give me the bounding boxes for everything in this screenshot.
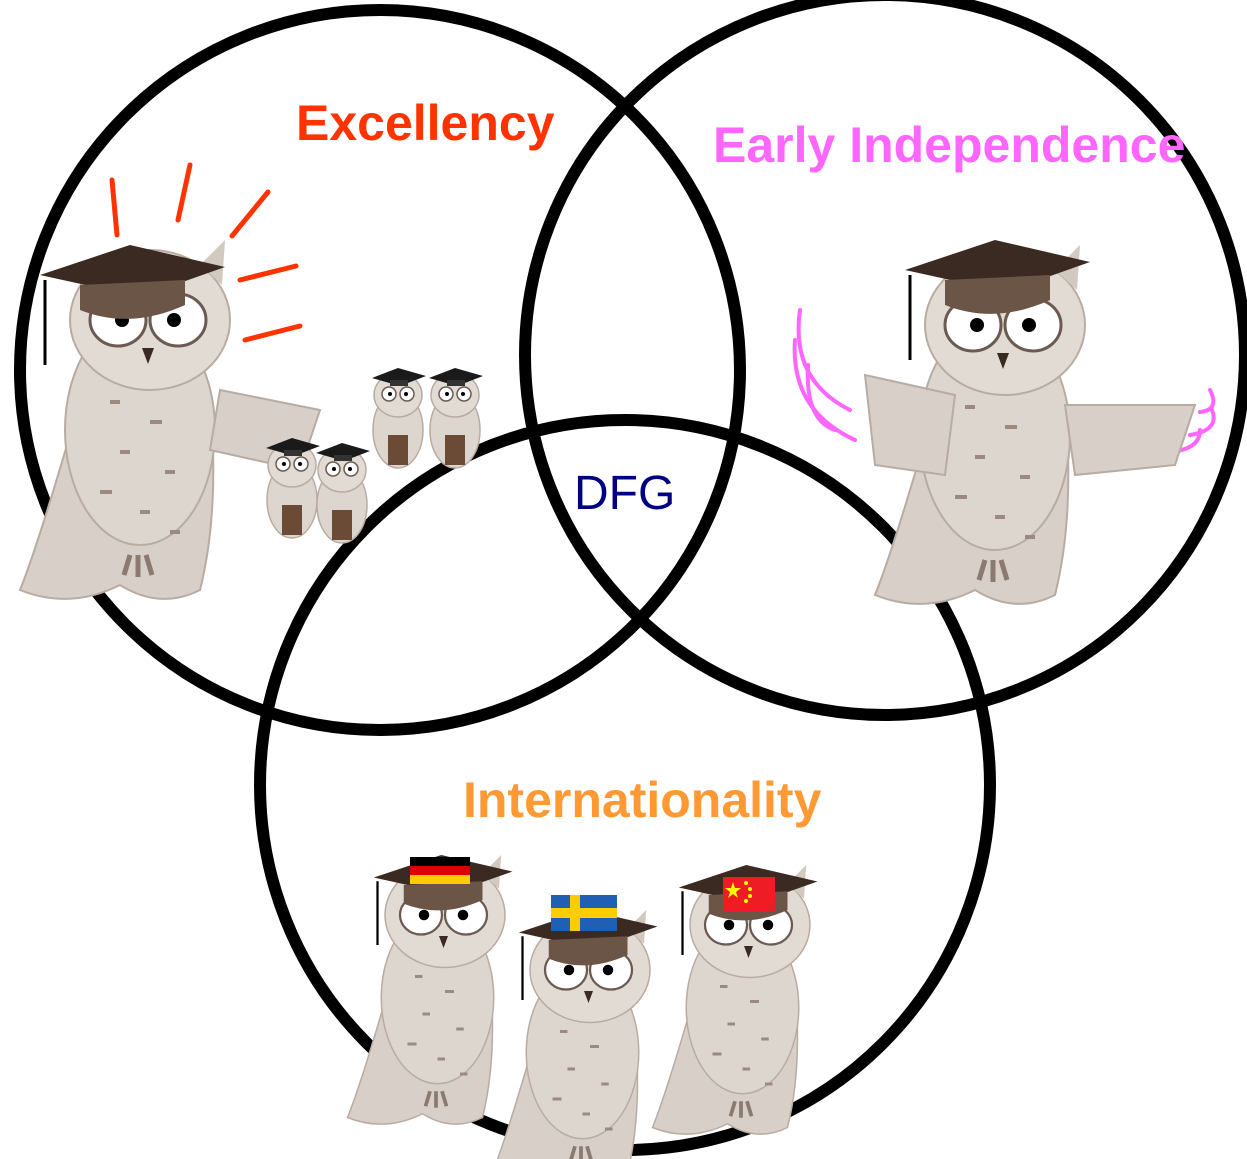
flap-lines — [792, 308, 1216, 454]
germany-flag — [410, 857, 470, 884]
label-center-dfg: DFG — [574, 467, 676, 520]
owl-sweden-icon — [490, 908, 659, 1159]
owl-germany-icon — [345, 853, 514, 1127]
owl-early-independence-icon — [863, 238, 1197, 604]
owl-excellency-icon — [20, 240, 322, 599]
excellency-radiating-lines — [109, 162, 303, 343]
label-internationality: Internationality — [463, 772, 822, 828]
sweden-flag — [551, 895, 617, 931]
china-flag — [723, 877, 775, 911]
circle-excellency — [14, 4, 746, 736]
label-excellency: Excellency — [296, 95, 555, 151]
circle-early-independence — [519, 0, 1247, 721]
label-early-independence: Early Independence — [713, 117, 1186, 173]
